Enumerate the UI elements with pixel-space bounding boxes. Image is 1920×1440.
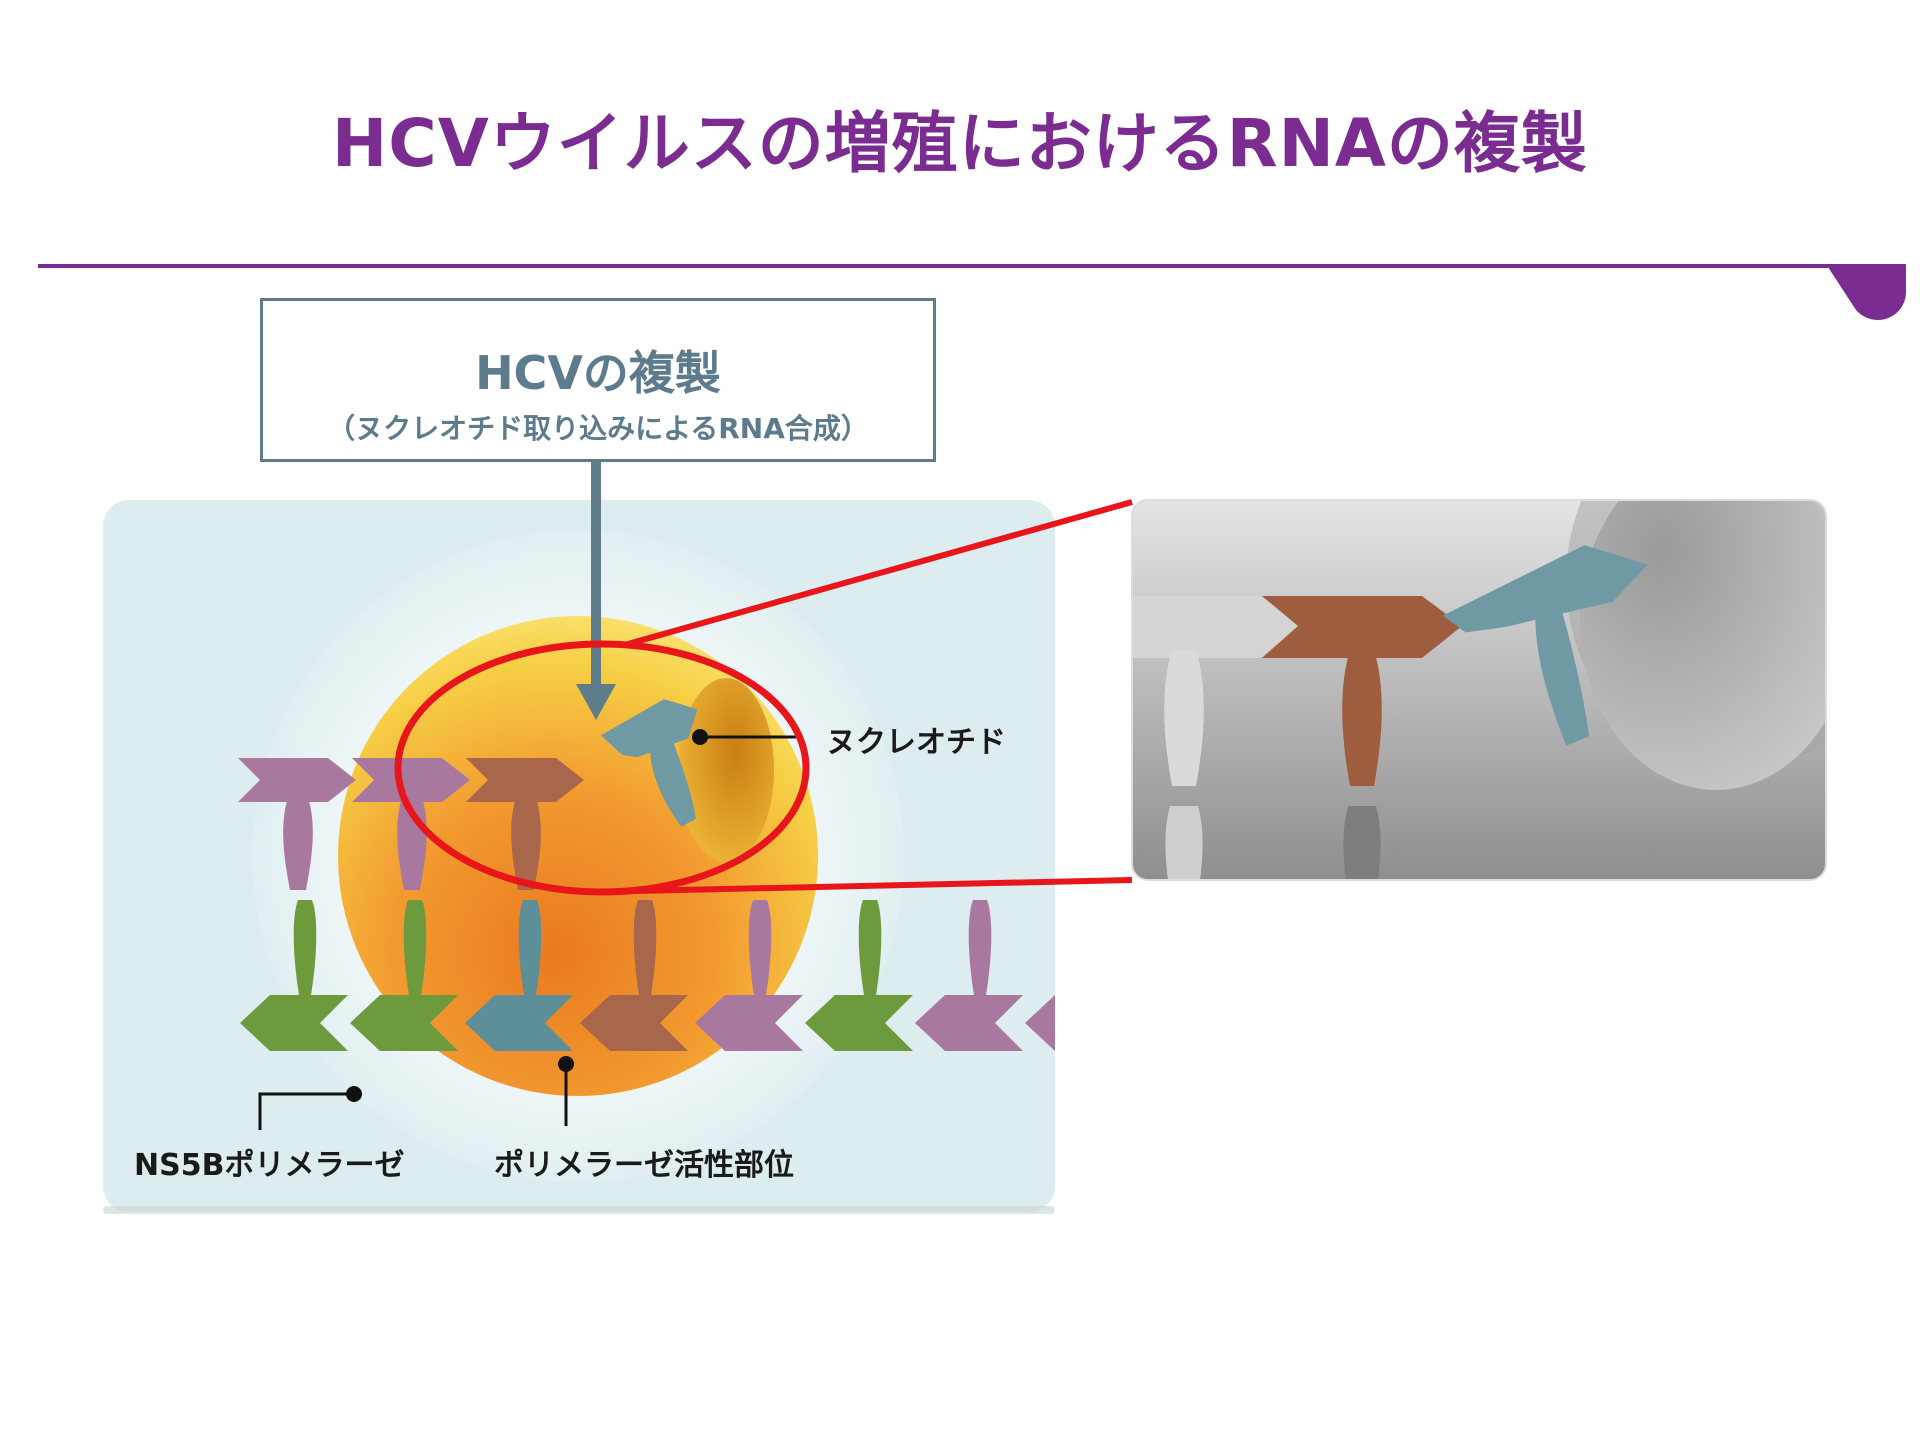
page-title: HCVウイルスの増殖におけるRNAの複製 — [332, 105, 1588, 182]
replication-callout: HCVの複製 （ヌクレオチド取り込みによるRNA合成） — [260, 298, 936, 462]
polymerase-label: NS5Bポリメラーゼ — [134, 1148, 405, 1183]
nucleotide-pointer-dot — [692, 729, 708, 745]
active-site-pocket — [678, 678, 774, 862]
callout-title: HCVの複製 — [475, 346, 721, 400]
active-site-label: ポリメラーゼ活性部位 — [494, 1148, 794, 1183]
zoom-connector-top — [627, 499, 1133, 647]
new-rna-strand — [238, 758, 584, 890]
title-divider — [38, 264, 1828, 268]
callout-arrow-head — [576, 684, 616, 720]
callout-subtitle: （ヌクレオチド取り込みによるRNA合成） — [327, 412, 869, 445]
incoming-nucleotide — [600, 699, 698, 827]
zoom-panel — [1132, 500, 1826, 880]
zoom-connector-bottom — [589, 877, 1133, 895]
divider-end-cap — [1826, 264, 1906, 320]
highlight-ellipse — [394, 640, 810, 896]
template-strand — [240, 900, 1055, 1051]
nucleotide-label: ヌクレオチド — [826, 725, 1006, 760]
